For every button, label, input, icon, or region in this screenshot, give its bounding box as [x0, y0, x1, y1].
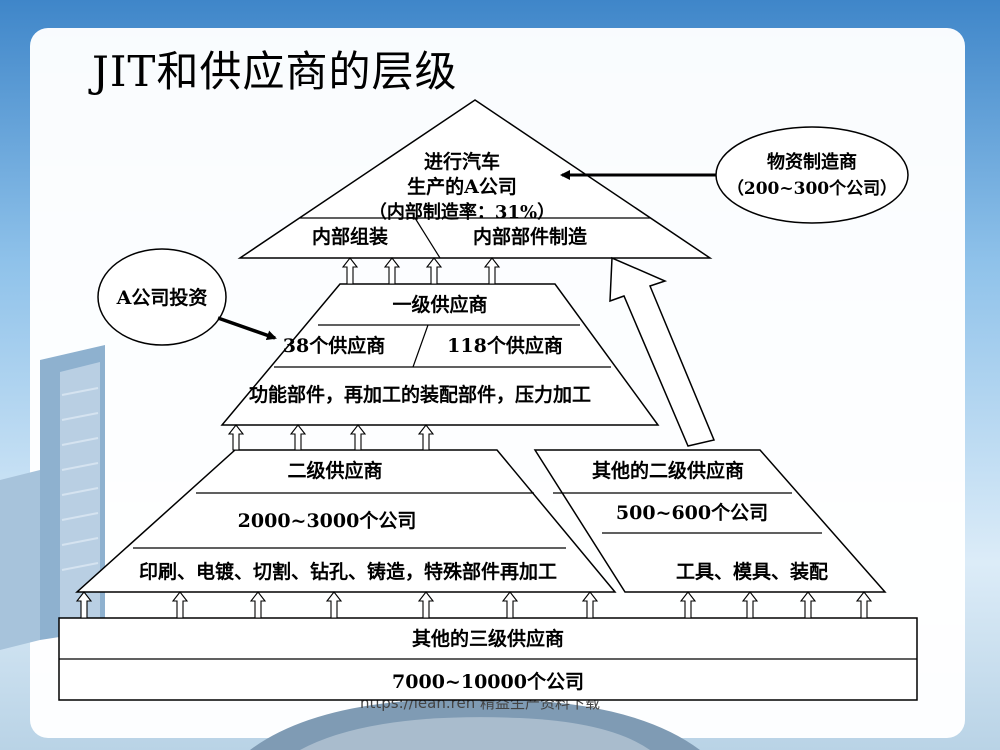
up-arrow-icon [75, 591, 93, 619]
other-tier2-title: 其他的二级供应商 [592, 459, 744, 482]
tier1-left-count: 38个供应商 [283, 334, 385, 357]
tier2-description: 印刷、电镀、切割、钻孔、铸造，特殊部件再加工 [139, 560, 557, 583]
up-arrow-icon [425, 257, 443, 285]
investment-label: A公司投资 [116, 286, 208, 309]
small-up-arrows [75, 257, 873, 619]
materials-manufacturer-ellipse: 物资制造商 （200~300个公司） [715, 126, 909, 224]
tier3-title: 其他的三级供应商 [412, 627, 564, 650]
up-arrow-icon [679, 591, 697, 619]
investment-ellipse: A公司投资 [97, 248, 227, 346]
up-arrow-icon [349, 424, 367, 451]
up-arrow-icon [417, 424, 435, 451]
up-arrow-icon [501, 591, 519, 619]
internal-parts-manufacturing-label: 内部部件制造 [473, 225, 588, 248]
tier2-trapezoid: 二级供应商 2000~3000个公司 印刷、电镀、切割、钻孔、铸造，特殊部件再加… [75, 449, 617, 593]
tier3-count: 7000~10000个公司 [392, 671, 584, 693]
up-arrow-icon [325, 591, 343, 619]
other-tier2-trapezoid: 其他的二级供应商 500~600个公司 工具、模具、装配 [533, 449, 887, 593]
tier2-title: 二级供应商 [287, 459, 382, 482]
tier1-description: 功能部件，再加工的装配部件，压力加工 [249, 383, 591, 406]
materials-line1: 物资制造商 [767, 151, 857, 173]
page-title: JIT和供应商的层级 [92, 47, 458, 96]
other-tier2-count: 500~600个公司 [616, 502, 768, 524]
up-arrow-icon [341, 257, 359, 285]
large-hollow-arrow [609, 256, 716, 447]
company-a-line1: 进行汽车 [424, 150, 500, 173]
up-arrow-icon [289, 424, 307, 451]
up-arrow-icon [855, 591, 873, 619]
up-arrow-icon [417, 591, 435, 619]
tier3-box: 其他的三级供应商 7000~10000个公司 [58, 617, 918, 701]
company-a-line3: （内部制造率：31%） [369, 201, 555, 223]
up-arrow-icon [227, 424, 245, 451]
up-arrow-icon [483, 257, 501, 285]
tier1-trapezoid: 一级供应商 38个供应商 118个供应商 功能部件，再加工的装配部件，压力加工 [220, 283, 660, 426]
tier1-title: 一级供应商 [392, 293, 487, 316]
company-a-line2: 生产的A公司 [407, 175, 517, 198]
materials-line2: （200~300个公司） [727, 178, 897, 199]
up-arrow-icon [249, 591, 267, 619]
up-arrow-icon [581, 591, 599, 619]
road-graphic [250, 698, 700, 750]
up-arrow-icon [741, 591, 759, 619]
investment-arrow [217, 316, 277, 341]
tier2-count: 2000~3000个公司 [238, 510, 417, 532]
internal-assembly-label: 内部组装 [312, 225, 388, 248]
up-arrow-icon [383, 257, 401, 285]
other-tier2-description: 工具、模具、装配 [676, 560, 828, 583]
up-arrow-icon [171, 591, 189, 619]
tier1-right-count: 118个供应商 [447, 334, 563, 357]
up-arrow-icon [799, 591, 817, 619]
building-graphic [0, 345, 105, 650]
company-a-triangle: 进行汽车 生产的A公司 （内部制造率：31%） 内部组装 内部部件制造 [237, 99, 713, 259]
